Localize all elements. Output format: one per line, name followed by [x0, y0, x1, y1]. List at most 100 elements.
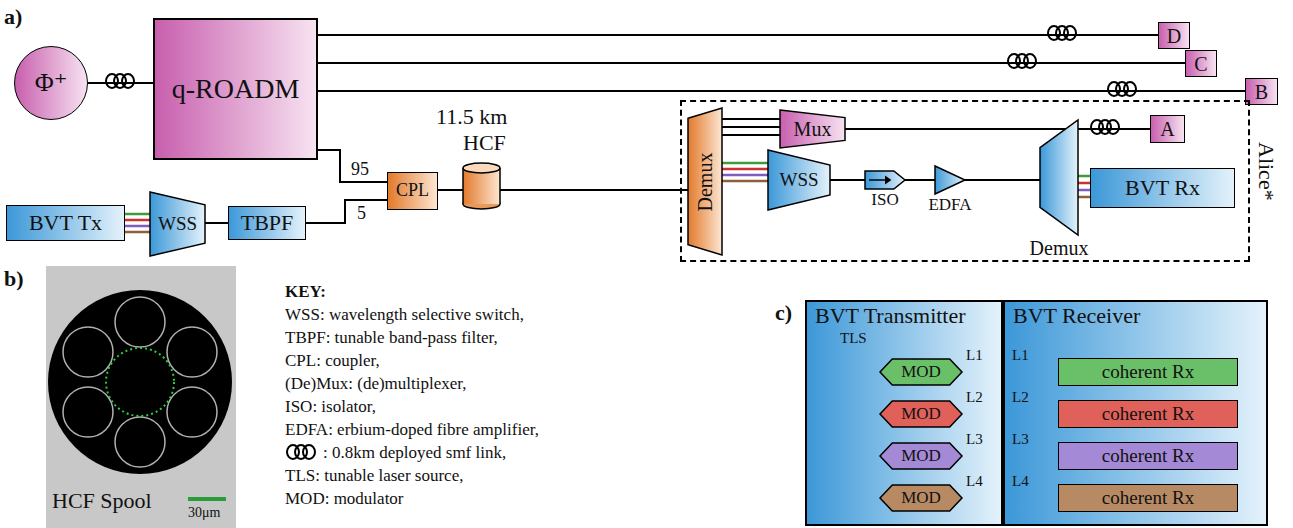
split-ratio: 5 — [356, 203, 367, 224]
wss-shape — [768, 150, 830, 210]
fibre-link — [205, 223, 228, 224]
node-text: Demux — [1030, 237, 1089, 259]
hcf-micrograph — [63, 297, 217, 467]
fibre-coil — [122, 74, 134, 88]
fibre-link — [318, 35, 1158, 36]
user-box: C — [1185, 50, 1217, 77]
modulator-shape: MOD — [880, 443, 962, 469]
transmitter-box: BVT Tx — [6, 205, 125, 241]
fibre-link — [318, 150, 387, 182]
node-text: TBPF — [241, 211, 294, 235]
filter-box: TBPF — [228, 206, 306, 240]
node-text: B — [1255, 81, 1268, 103]
hcf-spool — [462, 168, 464, 204]
coherent-receiver-box: coherent Rx — [1058, 400, 1238, 428]
wavelength-label: L4 — [966, 473, 983, 490]
key-heading: KEY: — [285, 282, 326, 302]
fibre-coil — [1124, 82, 1136, 96]
wavelength-label: L3 — [966, 431, 983, 448]
fibre-link — [1078, 189, 1090, 192]
demux-shape: Demux — [1040, 120, 1078, 235]
fibre-link — [1078, 175, 1090, 178]
fibre-link — [722, 162, 768, 165]
hcf-spool — [463, 163, 500, 173]
fibre-link — [845, 129, 1150, 130]
region-label: Alice* — [1278, 142, 1293, 166]
image-caption: HCF Spool — [52, 488, 152, 513]
modulator-shape: MOD — [880, 485, 962, 511]
node-text: coherent Rx — [1102, 404, 1194, 425]
fibre-link — [722, 118, 780, 120]
fibre-link — [205, 222, 228, 224]
fibre-coil — [1107, 120, 1119, 134]
modulator-shape — [880, 359, 962, 385]
panel-letter: c) — [775, 300, 792, 325]
hcf-micrograph — [188, 497, 226, 501]
fibre-link — [1078, 182, 1090, 185]
receiver-box: BVT Rx — [1090, 168, 1235, 208]
hcf-micrograph — [115, 297, 165, 347]
panel-letter: b) — [4, 266, 24, 291]
fibre-link — [88, 83, 153, 84]
wavelength-label: L1 — [966, 347, 983, 364]
demux-shape: Demux — [688, 108, 722, 255]
node-text: Alice* — [1254, 142, 1278, 201]
fibre-link — [722, 126, 780, 128]
isolator-symbol: ISO — [865, 171, 905, 189]
node-text: coherent Rx — [1102, 446, 1194, 467]
fibre-link — [722, 134, 780, 136]
node-text: D — [1167, 25, 1181, 47]
fibre-link — [125, 214, 150, 232]
split-ratio: 95 — [350, 159, 370, 180]
fibre-link — [905, 179, 935, 181]
modulator-shape — [880, 485, 962, 511]
demux-shape — [688, 108, 722, 255]
laser-label: TLS — [840, 330, 867, 347]
wavelength-label: L2 — [1012, 389, 1029, 406]
fibre-link — [318, 150, 387, 182]
demux-shape — [1040, 120, 1078, 235]
user-box: A — [1150, 115, 1185, 143]
fibre-coil — [303, 445, 315, 459]
coherent-receiver-box: coherent Rx — [1058, 358, 1238, 386]
fibre-link — [125, 225, 150, 228]
fibre-link — [318, 91, 1245, 92]
coupler-box: CPL — [387, 172, 438, 210]
hcf-spool — [463, 163, 500, 209]
node-text: ISO — [871, 191, 898, 210]
fibre-link — [722, 168, 768, 171]
fibre-link — [318, 34, 1158, 36]
fibre-link — [318, 62, 1185, 64]
node-text: WSS — [158, 214, 197, 235]
node-text: WSS — [779, 170, 818, 191]
receiver-panel: BVT Receiver coherent Rx coherent Rx cohere… — [1003, 300, 1268, 526]
scale-label: 30μm — [188, 505, 220, 521]
node-text: Φ⁺ — [35, 69, 68, 98]
fibre-coil — [1024, 54, 1036, 68]
coherent-receiver-box: coherent Rx — [1058, 484, 1238, 512]
wss-shape — [150, 192, 205, 256]
fibre-label: HCF — [463, 130, 506, 155]
fibre-link — [1078, 176, 1090, 197]
wss-shape: WSS — [150, 192, 205, 256]
key-entry: TBPF: tunable band-pass filter, — [285, 328, 498, 348]
fibre-link — [722, 163, 768, 181]
fibre-link — [722, 119, 780, 135]
fibre-link — [306, 200, 387, 223]
fibre-link — [125, 231, 150, 234]
node-text: coherent Rx — [1102, 488, 1194, 509]
node-text: A — [1160, 118, 1174, 140]
wavelength-label: L2 — [966, 389, 983, 406]
fibre-link — [318, 63, 1185, 64]
mux-shape: Mux — [780, 110, 845, 148]
key-entry: EDFA: erbium-doped fibre amplifier, — [285, 420, 539, 440]
wavelength-label: L4 — [1012, 473, 1029, 490]
key-entry: TLS: tunable laser source, — [285, 466, 463, 486]
node-text: BVT Receiver — [1013, 304, 1140, 328]
hcf-spool — [499, 168, 501, 204]
key-entry: MOD: modulator — [285, 489, 404, 509]
hcf-micrograph — [46, 266, 236, 528]
fibre-link — [830, 179, 865, 181]
fibre-coil — [1064, 26, 1076, 40]
